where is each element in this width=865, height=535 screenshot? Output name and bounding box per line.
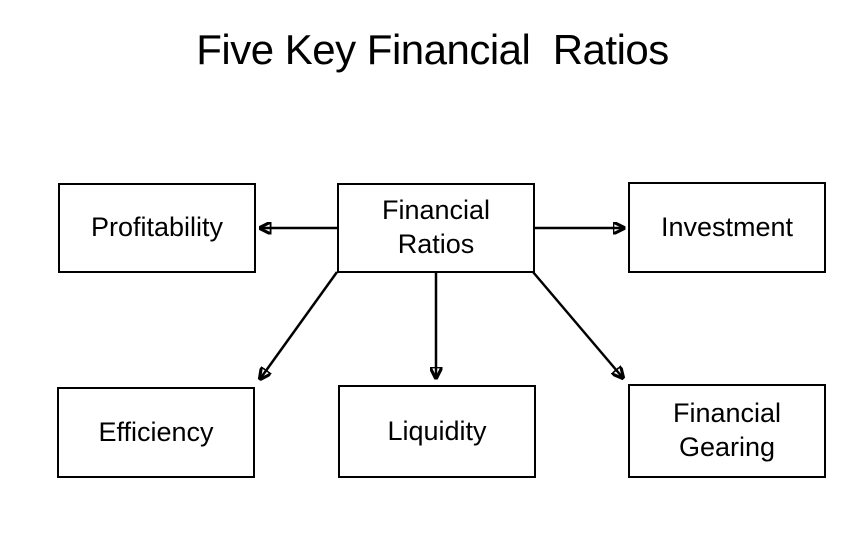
node-profitability: Profitability — [58, 183, 256, 273]
node-investment: Investment — [628, 182, 826, 273]
diagram-title: Five Key Financial Ratios — [196, 26, 669, 73]
node-efficiency: Efficiency — [57, 387, 255, 478]
node-financial-gearing: Financial Gearing — [628, 384, 826, 478]
node-financial-ratios: Financial Ratios — [337, 183, 535, 273]
arrow-center-to-efficiency — [260, 271, 339, 379]
arrow-center-to-financial-gearing — [532, 271, 623, 378]
node-liquidity: Liquidity — [338, 385, 536, 478]
